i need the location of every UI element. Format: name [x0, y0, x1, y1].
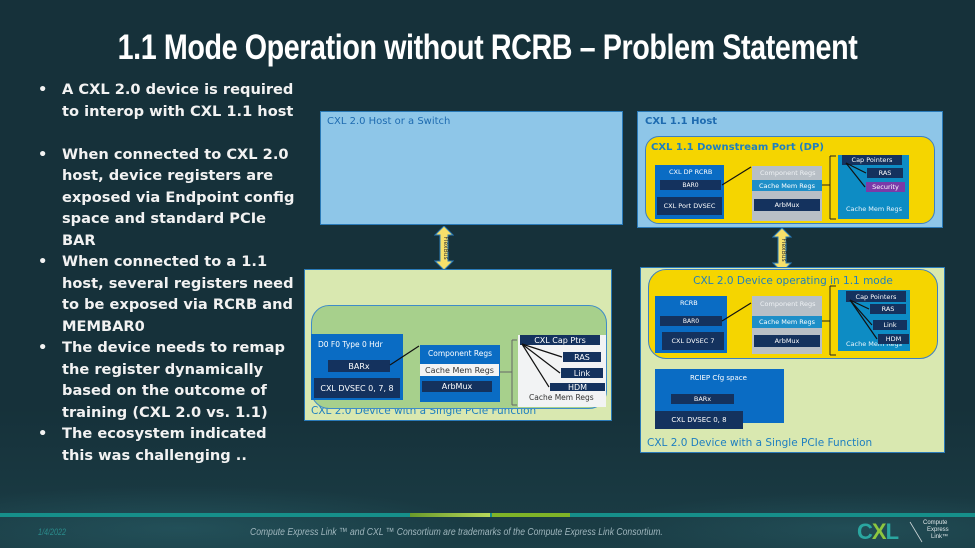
cxl-cap-ptrs-register: CXL Cap Ptrs — [520, 335, 600, 345]
dev-rcrb-label: RCRB — [680, 299, 698, 307]
cxl-logo: CXL Compute Express Link™ — [857, 519, 969, 545]
dvsec-register: CXL DVSEC 0, 7, 8 — [314, 378, 400, 398]
component-regs-label: Component Regs — [428, 349, 493, 358]
dp-rcrb-label: CXL DP RCRB — [669, 168, 713, 176]
link-register: Link — [561, 368, 603, 378]
dp-cache-mem-label: Cache Mem Regs — [846, 205, 903, 213]
bullet-item: •A CXL 2.0 device is required to interop… — [38, 81, 294, 120]
dp-cache-mem-row: Cache Mem Regs — [752, 180, 822, 191]
flexbus-label: FlexBus — [780, 238, 787, 261]
downstream-port-label: CXL 1.1 Downstream Port (DP) — [651, 142, 824, 153]
rciep-cfg-label: RCIEP Cfg space — [690, 374, 747, 382]
dev-component-regs-label: Component Regs — [760, 300, 816, 308]
bullet-dot: • — [38, 81, 48, 98]
dev-arbmux-register: ArbMux — [754, 335, 820, 347]
dev-dvsec7-register: CXL DVSEC 7 — [662, 332, 724, 350]
dp-ras-register: RAS — [867, 168, 903, 178]
dp-port-dvsec-register: CXL Port DVSEC — [657, 197, 722, 215]
bullet-dot: • — [38, 425, 48, 442]
dp-cap-pointers-register: Cap Pointers — [842, 155, 902, 165]
trademark-note: Compute Express Link ™ and CXL ™ Consort… — [250, 526, 663, 538]
dev-link-register: Link — [873, 320, 907, 330]
bullet-list: •A CXL 2.0 device is required to interop… — [38, 79, 298, 466]
dev-ras-register: RAS — [870, 304, 906, 314]
cxl20-host-label: CXL 2.0 Host or a Switch — [327, 116, 451, 127]
dp-component-regs-block: Component Regs — [752, 166, 822, 221]
arbmux-register: ArbMux — [422, 381, 492, 392]
dp-bar0-register: BAR0 — [660, 180, 721, 190]
bullet-dot: • — [38, 253, 48, 270]
dp-arbmux-register: ArbMux — [754, 199, 820, 211]
bullet-dot: • — [38, 145, 48, 163]
cxl20-host-box: CXL 2.0 Host or a Switch — [320, 111, 623, 225]
ras-register: RAS — [563, 352, 601, 362]
dev-bar0-register: BAR0 — [660, 316, 722, 326]
cache-mem-regs-label: Cache Mem Regs — [529, 393, 594, 402]
cxl-logo-tagline: Compute Express Link™ — [923, 520, 949, 540]
flexbus-arrow-icon: FlexBus — [434, 226, 454, 270]
cxl-logo-mark: CXL — [857, 519, 899, 544]
dp-component-regs-label: Component Regs — [760, 169, 816, 177]
bullet-item: •When connected to a 1.1 host, several r… — [38, 253, 294, 335]
barx-register: BARx — [328, 360, 390, 372]
bullet-item: •The ecosystem indicated this was challe… — [38, 425, 267, 464]
rciep-dvsec-register: CXL DVSEC 0, 8 — [655, 411, 743, 429]
bullet-dot: • — [38, 339, 48, 356]
hdm-register: HDM — [550, 383, 605, 392]
slide-title: 1.1 Mode Operation without RCRB – Proble… — [117, 28, 858, 67]
dev-cache-mem-label: Cache Mem Regs — [846, 340, 903, 348]
dev-cap-pointers-register: Cap Pointers — [846, 291, 906, 302]
device-caption: CXL 2.0 Device with a Single PCIe Functi… — [647, 437, 873, 449]
footer-date: 1/4/2022 — [38, 527, 67, 537]
dp-security-register: Security — [866, 182, 905, 192]
cxl11-host-label: CXL 1.1 Host — [645, 116, 718, 127]
logo-slash-icon — [909, 521, 923, 543]
type0-header-label: D0 F0 Type 0 Hdr — [318, 340, 383, 349]
device-11-mode-label: CXL 2.0 Device operating in 1.1 mode — [693, 275, 893, 287]
flexbus-label: FlexBus — [442, 236, 449, 259]
dev-cache-mem-row: Cache Mem Regs — [752, 316, 822, 328]
bullet-item: •When connected to CXL 2.0 host, device … — [38, 145, 295, 249]
rciep-barx-register: BARx — [671, 394, 734, 404]
flexbus-arrow-icon: FlexBus — [772, 228, 792, 272]
footer-accent-bar — [0, 513, 975, 517]
dev-hdm-register: HDM — [878, 334, 909, 344]
cache-mem-regs-row: Cache Mem Regs — [420, 364, 499, 376]
bullet-item: •The device needs to remap the register … — [38, 339, 285, 421]
